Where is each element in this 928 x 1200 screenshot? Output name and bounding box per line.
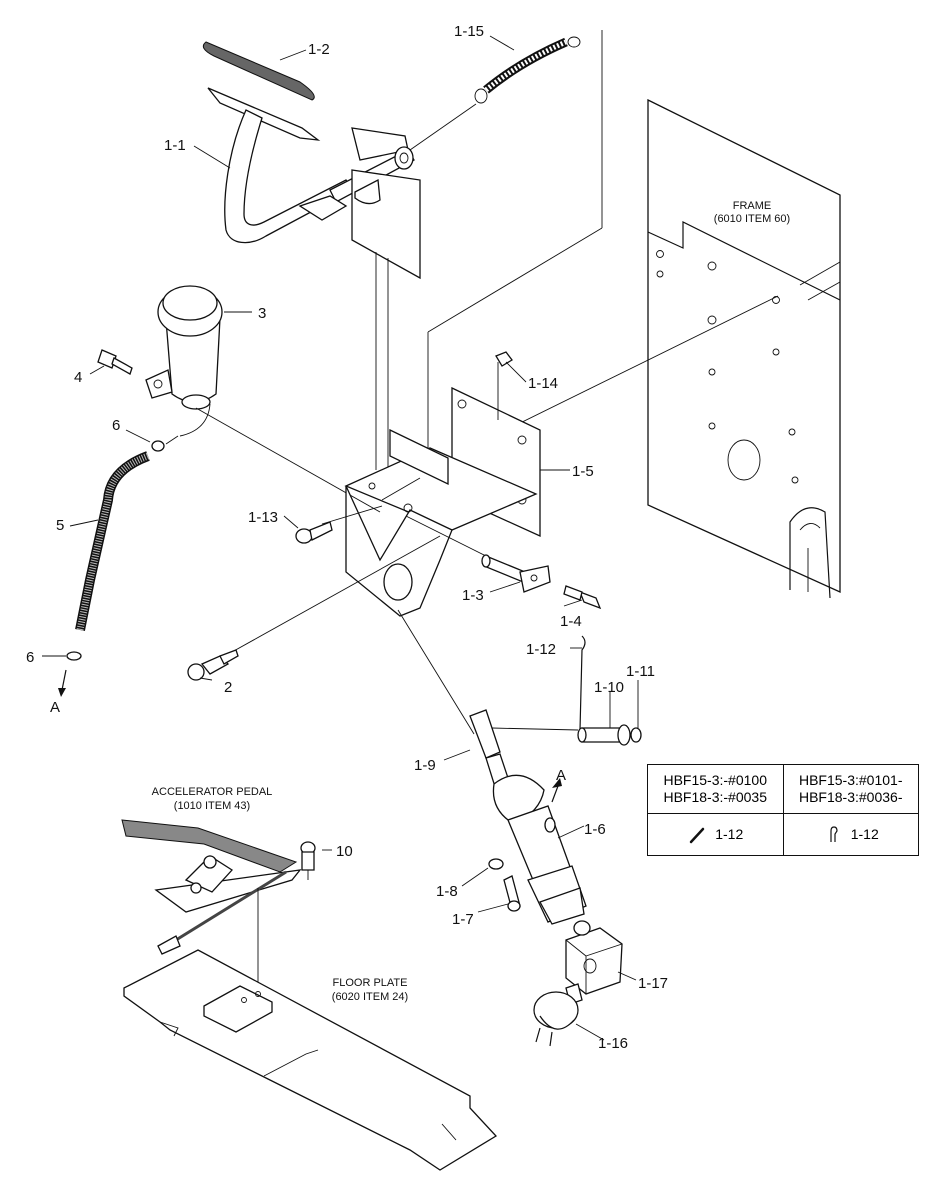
label-1-17: 1-17	[638, 975, 668, 992]
bolt-part-1-13	[295, 521, 333, 544]
label-1-3: 1-3	[462, 587, 484, 604]
label-A-right: A	[556, 767, 566, 784]
return-spring-part	[474, 36, 581, 104]
screw-part-10	[300, 841, 316, 871]
floor-caption-title: FLOOR PLATE	[333, 977, 408, 989]
label-1-1: 1-1	[164, 137, 186, 154]
accelerator-pedal-part	[121, 819, 302, 955]
accel-caption-title: ACCELERATOR PEDAL	[152, 786, 273, 798]
label-1-4: 1-4	[560, 613, 582, 630]
label-5: 5	[56, 517, 64, 534]
tee-fitting-part	[565, 920, 623, 995]
label-1-10: 1-10	[594, 679, 624, 696]
pressure-switch-part	[533, 983, 583, 1047]
label-2: 2	[224, 679, 232, 696]
version-col-1-part: 1-12	[647, 813, 784, 856]
label-1-6: 1-6	[584, 821, 606, 838]
washer-part	[630, 727, 642, 743]
bolt-part	[97, 349, 133, 375]
version-col-2-part-label: 1-12	[850, 826, 879, 842]
label-1-14: 1-14	[528, 375, 558, 392]
version-col-2-line-2: HBF18-3:#0036-	[798, 789, 903, 805]
label-6-lower: 6	[26, 649, 34, 666]
leader-line	[505, 295, 779, 431]
label-1-8: 1-8	[436, 883, 458, 900]
label-1-5: 1-5	[572, 463, 594, 480]
clevis-pin-part	[577, 724, 631, 746]
pedal-pad-part	[202, 41, 315, 101]
frame-caption-ref: (6010 ITEM 60)	[714, 213, 790, 225]
label-3: 3	[258, 305, 266, 322]
reservoir-part	[145, 285, 223, 410]
bolt-part-1-7	[503, 875, 521, 912]
label-1-13: 1-13	[248, 509, 278, 526]
label-1-11: 1-11	[626, 663, 655, 680]
version-col-2: HBF15-3:#0101- HBF18-3:#0036-	[782, 764, 919, 814]
washer-part-1-8	[488, 858, 504, 870]
version-col-2-line-1: HBF15-3:#0101-	[798, 772, 903, 788]
clip-part	[579, 635, 586, 731]
floor-plate-part	[123, 949, 498, 1171]
leader-lines	[42, 35, 639, 1041]
nut-part	[495, 351, 513, 367]
part-labels: 1-1 1-2 1-15 3 4 1-14 6 1-5 5 1-13 1-3 1…	[26, 23, 668, 1052]
master-cylinder-part	[469, 709, 587, 925]
accel-caption-ref: (1010 ITEM 43)	[174, 800, 250, 812]
label-10: 10	[336, 843, 353, 860]
label-1-2: 1-2	[308, 41, 330, 58]
label-1-16: 1-16	[598, 1035, 628, 1052]
version-col-1: HBF15-3:-#0100 HBF18-3:-#0035	[647, 764, 784, 814]
version-col-1-line-1: HBF15-3:-#0100	[663, 772, 767, 788]
mounting-bracket-part	[344, 386, 541, 617]
version-table: HBF15-3:-#0100 HBF18-3:-#0035 HBF15-3:#0…	[647, 764, 919, 856]
straight-pin-icon	[689, 827, 705, 843]
frame-caption-title: FRAME	[733, 200, 772, 212]
floor-caption-ref: (6020 ITEM 24)	[332, 991, 408, 1003]
label-4: 4	[74, 369, 82, 386]
label-1-7: 1-7	[452, 911, 474, 928]
label-1-12: 1-12	[526, 641, 556, 658]
captions: FRAME (6010 ITEM 60) ACCELERATOR PEDAL (…	[152, 200, 791, 1003]
label-6-upper: 6	[112, 417, 120, 434]
hose-part	[75, 451, 150, 631]
bolt-part-1-4	[563, 585, 602, 610]
brake-pedal-part	[207, 87, 421, 280]
version-col-1-part-label: 1-12	[715, 826, 744, 842]
bolt-part-2	[187, 649, 239, 681]
version-col-1-line-2: HBF18-3:-#0035	[663, 789, 767, 805]
cotter-pin-icon	[830, 825, 838, 842]
label-1-9: 1-9	[414, 757, 436, 774]
hose-clamp-part	[151, 440, 165, 452]
pin-part	[481, 554, 551, 593]
hose-clamp-part-lower	[66, 651, 82, 661]
version-col-2-part: 1-12	[782, 813, 919, 856]
label-A-left: A	[50, 699, 60, 716]
frame-part	[647, 98, 841, 599]
label-1-15: 1-15	[454, 23, 484, 40]
